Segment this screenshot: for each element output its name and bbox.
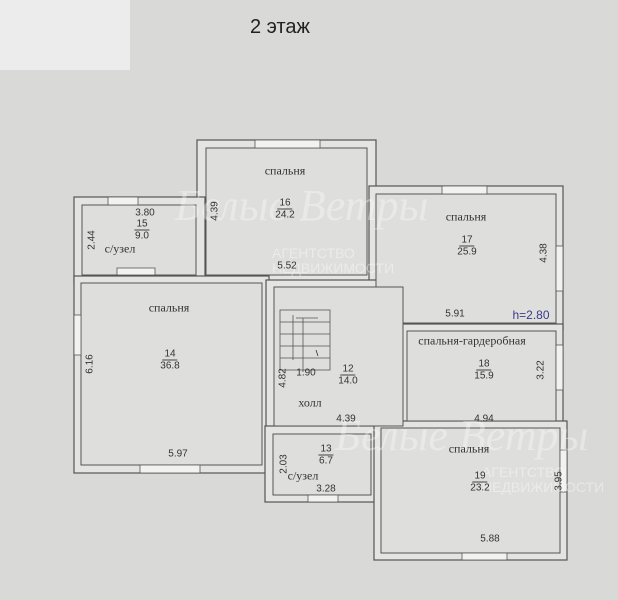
room-16-dim: 5.52 [277,260,297,272]
room-17 [375,193,557,324]
staircase [279,309,331,372]
floor-title: 2 этаж [250,16,310,38]
room-13-name: с/узел [287,468,319,483]
windows [73,139,568,561]
room-13-dim: 2.03 [278,454,290,474]
room-17-name: спальня [445,209,487,224]
room-12-dim: 4.82 [277,368,289,388]
room-19-dim: 5.88 [480,533,500,545]
room-17-dim: 5.91 [445,308,465,320]
room-15-dim: 3.80 [135,207,155,219]
room-12-name: холл [298,395,322,410]
room-16 [205,147,368,276]
room-12-dim: 1.90 [296,367,316,379]
room-14 [80,282,263,466]
room-19-name: спальня [448,441,490,456]
room-12-dim: 4.39 [336,413,356,425]
blank-corner [0,0,130,70]
room-18-dim: 3.22 [535,360,547,380]
room-18 [406,330,557,422]
room-15-name: с/узел [104,241,136,256]
room-14-dim: 5.97 [168,448,188,460]
room-14-dim: 6.16 [84,354,96,374]
room-16-dim: 4.39 [209,201,221,221]
room-18-dim: 4.94 [474,413,494,425]
room-14-name: спальня [148,300,190,315]
room-13 [272,433,372,496]
room-19-dim: 3.95 [553,471,565,491]
room-17-dim: 4.38 [538,243,550,263]
room-16-name: спальня [264,163,306,178]
ceiling-height: h=2.80 [512,308,550,322]
room-19 [380,427,561,554]
room-15 [81,204,197,276]
room-15-dim: 2.44 [86,230,98,250]
room-18-name: спальня-гардеробная [418,333,526,348]
room-13-dim: 3.28 [316,483,336,495]
